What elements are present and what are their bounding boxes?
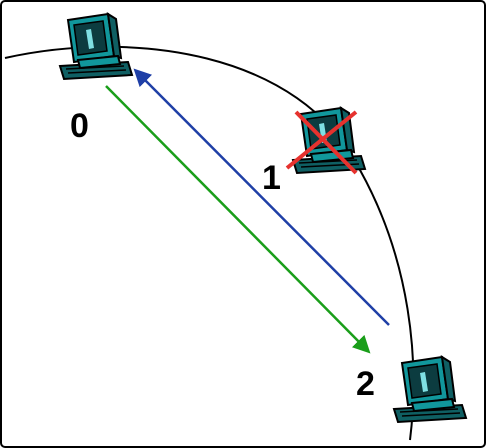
node-2-label: 2	[356, 365, 375, 403]
node-1-label: 1	[262, 159, 281, 197]
node-2-computer-icon	[393, 356, 467, 423]
edge-2-to-0	[133, 68, 390, 326]
edge-0-to-2	[105, 85, 371, 354]
ring-arc	[4, 45, 415, 441]
failure-cross-icon	[285, 110, 358, 175]
node-0-label: 0	[70, 107, 89, 145]
